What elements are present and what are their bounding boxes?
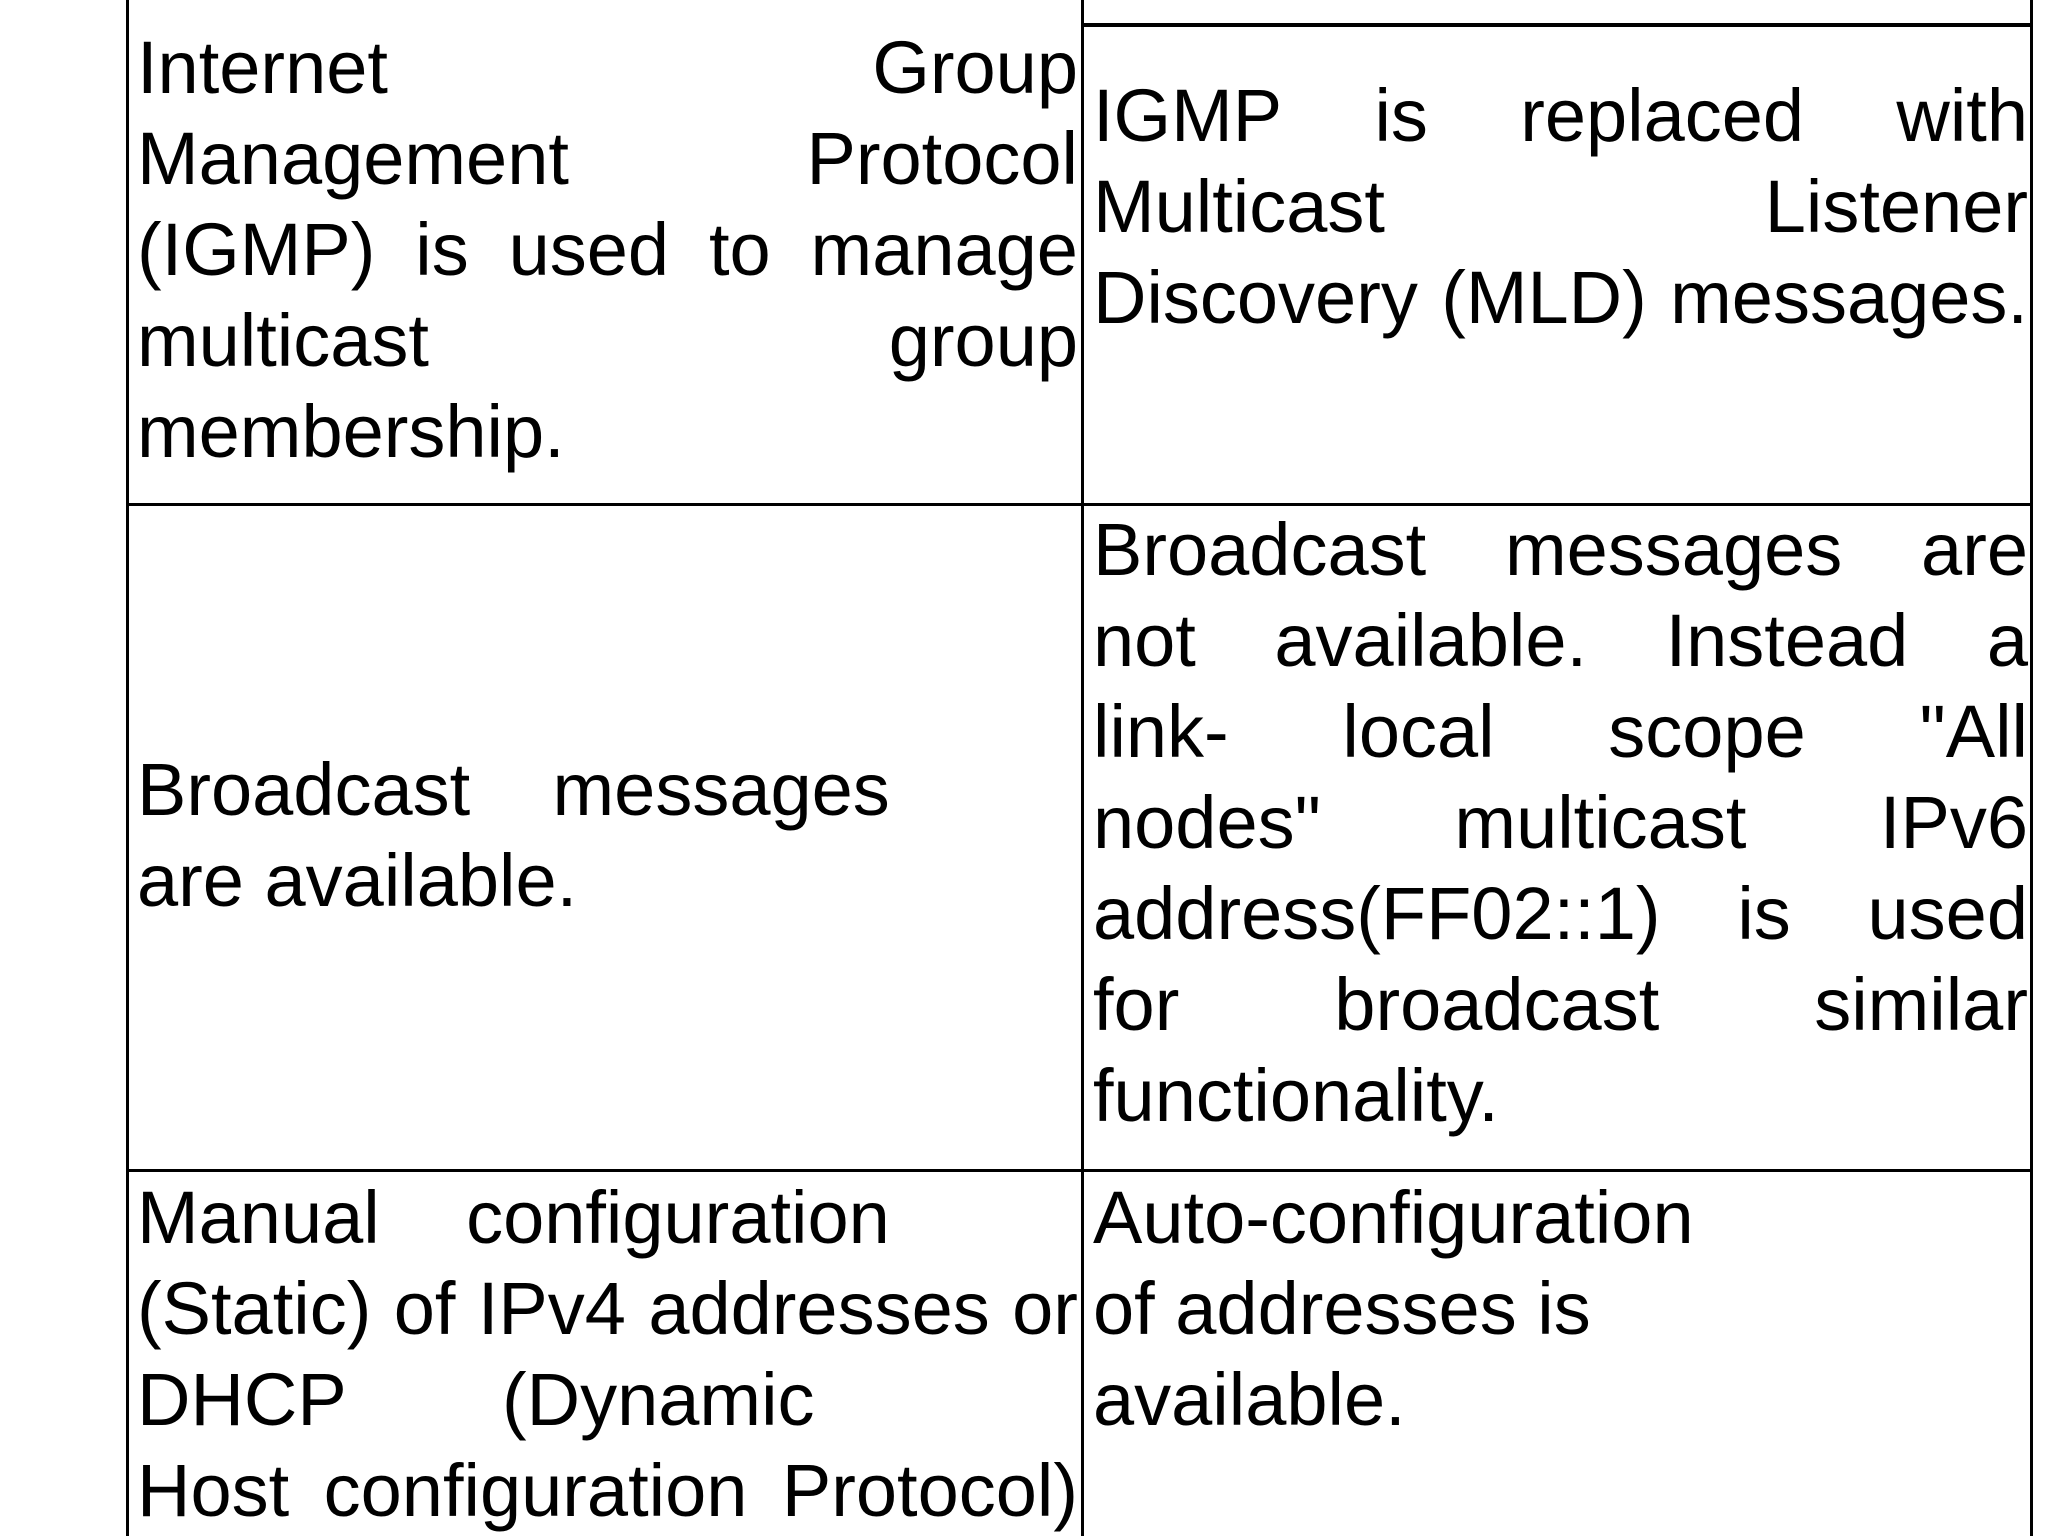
- text-line: Host configuration Protocol): [137, 1445, 1078, 1536]
- word: used: [1867, 872, 2028, 955]
- text-line: multicast group: [137, 295, 1078, 386]
- word: DHCP: [137, 1358, 347, 1441]
- text-line: Broadcast messages are: [1093, 504, 2028, 595]
- word: (MLD): [1441, 256, 1647, 339]
- word: messages: [1504, 508, 1843, 591]
- text-line: link-local scope "All: [1093, 686, 2028, 777]
- word: local: [1342, 690, 1495, 773]
- table-column-divider: [1081, 0, 1084, 1536]
- word: or: [1012, 1267, 1078, 1350]
- row-divider-1: [126, 503, 2033, 506]
- text-line: are available.: [137, 839, 578, 922]
- word: Management: [137, 117, 569, 200]
- word: IPv6: [1879, 781, 2028, 864]
- word: address(FF02::1): [1093, 872, 1661, 955]
- word: for: [1093, 963, 1180, 1046]
- word: addresses: [648, 1267, 990, 1350]
- word: Internet: [137, 26, 388, 109]
- word: messages: [552, 748, 890, 831]
- word: (IGMP): [137, 208, 376, 291]
- word: not: [1093, 599, 1196, 682]
- text-line: Internet Group: [137, 22, 1078, 113]
- word: a: [1986, 599, 2028, 682]
- text-line: membership.: [137, 390, 565, 473]
- text-line: Multicast Listener: [1093, 161, 2028, 252]
- table-cell-row2-right: Broadcast messages are not available. Instead…: [1093, 504, 2028, 1141]
- word: group: [888, 299, 1078, 382]
- word: of: [393, 1267, 456, 1350]
- word: available.: [1274, 599, 1588, 682]
- table-cell-row3-left: Manual configuration (Static) of IPv4 address…: [137, 1172, 1078, 1536]
- word: Manual: [137, 1176, 380, 1259]
- text-line: for broadcast similar: [1093, 959, 2028, 1050]
- table-border-top-right: [1081, 23, 2033, 27]
- word: is: [1737, 872, 1791, 955]
- word: to: [708, 208, 771, 291]
- text-line: IGMP is replaced with: [1093, 70, 2028, 161]
- word: Broadcast: [1093, 508, 1427, 591]
- word: Broadcast: [137, 748, 471, 831]
- row-divider-2: [126, 1169, 2033, 1172]
- text-line: functionality.: [1093, 1054, 1499, 1137]
- text-line: (Static) of IPv4 addresses or: [137, 1263, 1078, 1354]
- word: used: [508, 208, 670, 291]
- word: Group: [872, 26, 1078, 109]
- text-line: Discovery (MLD) messages.: [1093, 252, 2028, 343]
- word: multicast: [137, 299, 429, 382]
- word: multicast: [1454, 781, 1747, 864]
- word: are: [1921, 508, 2028, 591]
- word: (Dynamic: [502, 1358, 815, 1441]
- word: Listener: [1764, 165, 2028, 248]
- word: Protocol): [781, 1449, 1078, 1532]
- word: messages.: [1670, 256, 2028, 339]
- word: is: [415, 208, 469, 291]
- word: similar: [1814, 963, 2028, 1046]
- text-line: Auto-configuration: [1093, 1176, 1694, 1259]
- table-border-right: [2030, 0, 2033, 1536]
- word: link-: [1093, 690, 1229, 773]
- text-line: Broadcast messages: [137, 744, 890, 835]
- word: with: [1896, 74, 2028, 157]
- word: scope: [1608, 690, 1806, 773]
- word: nodes": [1093, 781, 1321, 864]
- word: Host: [137, 1449, 290, 1532]
- text-line: available.: [1093, 1358, 1406, 1441]
- word: Protocol: [806, 117, 1078, 200]
- word: replaced: [1520, 74, 1805, 157]
- word: configuration: [466, 1176, 890, 1259]
- word: "All: [1919, 690, 2028, 773]
- word: broadcast: [1334, 963, 1660, 1046]
- text-line: Management Protocol: [137, 113, 1078, 204]
- word: Instead: [1665, 599, 1909, 682]
- word: Discovery: [1093, 256, 1418, 339]
- text-line: nodes" multicast IPv6: [1093, 777, 2028, 868]
- text-line: DHCP (Dynamic: [137, 1354, 815, 1445]
- word: is: [1374, 74, 1428, 157]
- word: IGMP: [1093, 74, 1283, 157]
- text-line: not available. Instead a: [1093, 595, 2028, 686]
- word: Multicast: [1093, 165, 1385, 248]
- table-border-left: [126, 0, 129, 1536]
- word: (Static): [137, 1267, 372, 1350]
- word: IPv4: [477, 1267, 626, 1350]
- text-line: of addresses is: [1093, 1267, 1591, 1350]
- word: configuration: [323, 1449, 748, 1532]
- word: manage: [810, 208, 1078, 291]
- text-line: Manual configuration: [137, 1172, 890, 1263]
